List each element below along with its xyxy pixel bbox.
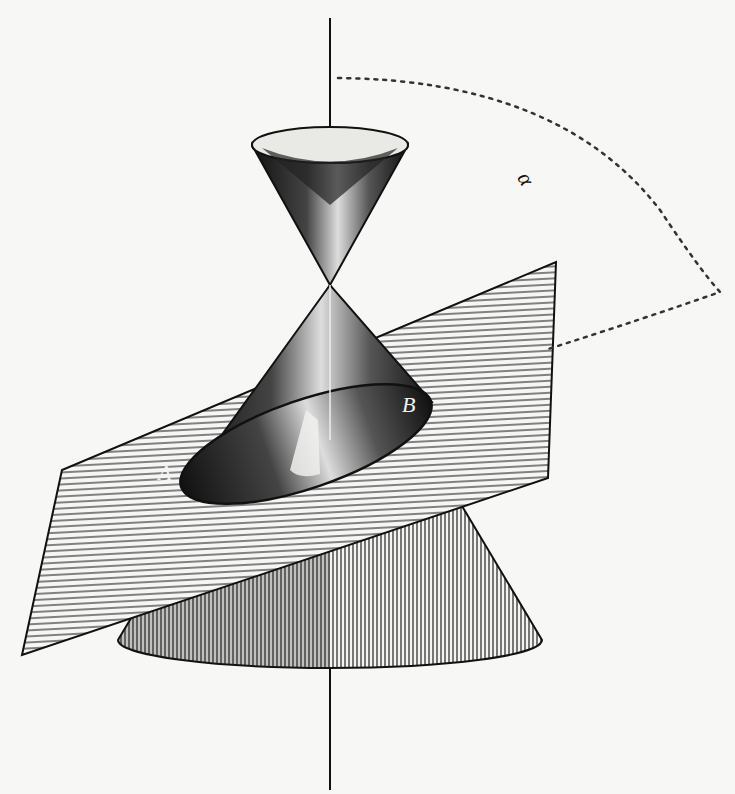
upper-cone-inside [262,148,398,205]
inner-axis [329,285,331,440]
upper-cone [252,145,408,285]
highlight [290,410,320,476]
point-label: A [158,462,171,484]
point-label: B [402,394,415,416]
point-label: α [513,168,538,189]
cutting-plane [22,262,556,655]
angle-arc [338,78,720,350]
section-ellipse [167,359,445,528]
